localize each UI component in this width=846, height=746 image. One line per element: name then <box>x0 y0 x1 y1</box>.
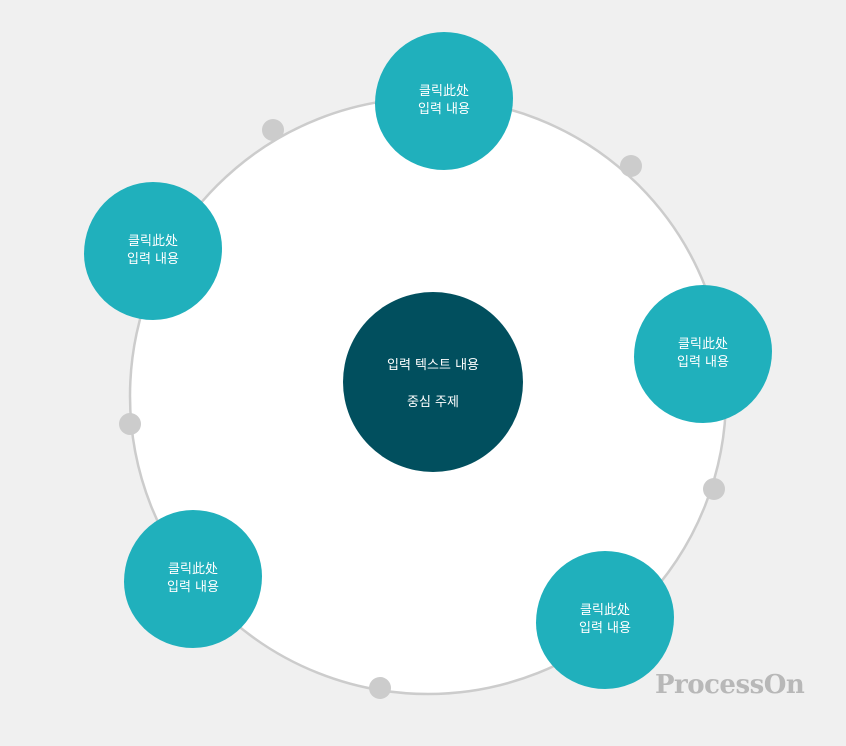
central-topic-text: 입력 텍스트 내용 <box>387 358 479 373</box>
connector-dot <box>703 478 725 500</box>
topic-node-right[interactable]: 클릭此处 입력 내용 <box>634 285 772 423</box>
connector-dot <box>119 413 141 435</box>
topic-node-bottom-left[interactable]: 클릭此处 입력 내용 <box>124 510 262 648</box>
node-text: 입력 내용 <box>127 252 179 267</box>
node-label: 클릭此处 <box>128 234 178 249</box>
node-text: 입력 내용 <box>418 102 470 117</box>
connector-dot <box>369 677 391 699</box>
node-label: 클릭此处 <box>580 603 630 618</box>
node-text: 입력 내용 <box>579 621 631 636</box>
processon-watermark: ProcessOn <box>655 670 805 700</box>
central-topic-title: 중심 주제 <box>407 395 459 410</box>
node-label: 클릭此处 <box>419 84 469 99</box>
topic-node-bottom-right[interactable]: 클릭此处 입력 내용 <box>536 551 674 689</box>
node-text: 입력 내용 <box>677 355 729 370</box>
node-text: 입력 내용 <box>167 580 219 595</box>
topic-node-left[interactable]: 클릭此处 입력 내용 <box>84 182 222 320</box>
topic-node-top[interactable]: 클릭此处 입력 내용 <box>375 32 513 170</box>
node-label: 클릭此处 <box>678 337 728 352</box>
node-label: 클릭此处 <box>168 562 218 577</box>
connector-dot <box>620 155 642 177</box>
connector-dot <box>262 119 284 141</box>
central-topic-node[interactable]: 입력 텍스트 내용 중심 주제 <box>343 292 523 472</box>
